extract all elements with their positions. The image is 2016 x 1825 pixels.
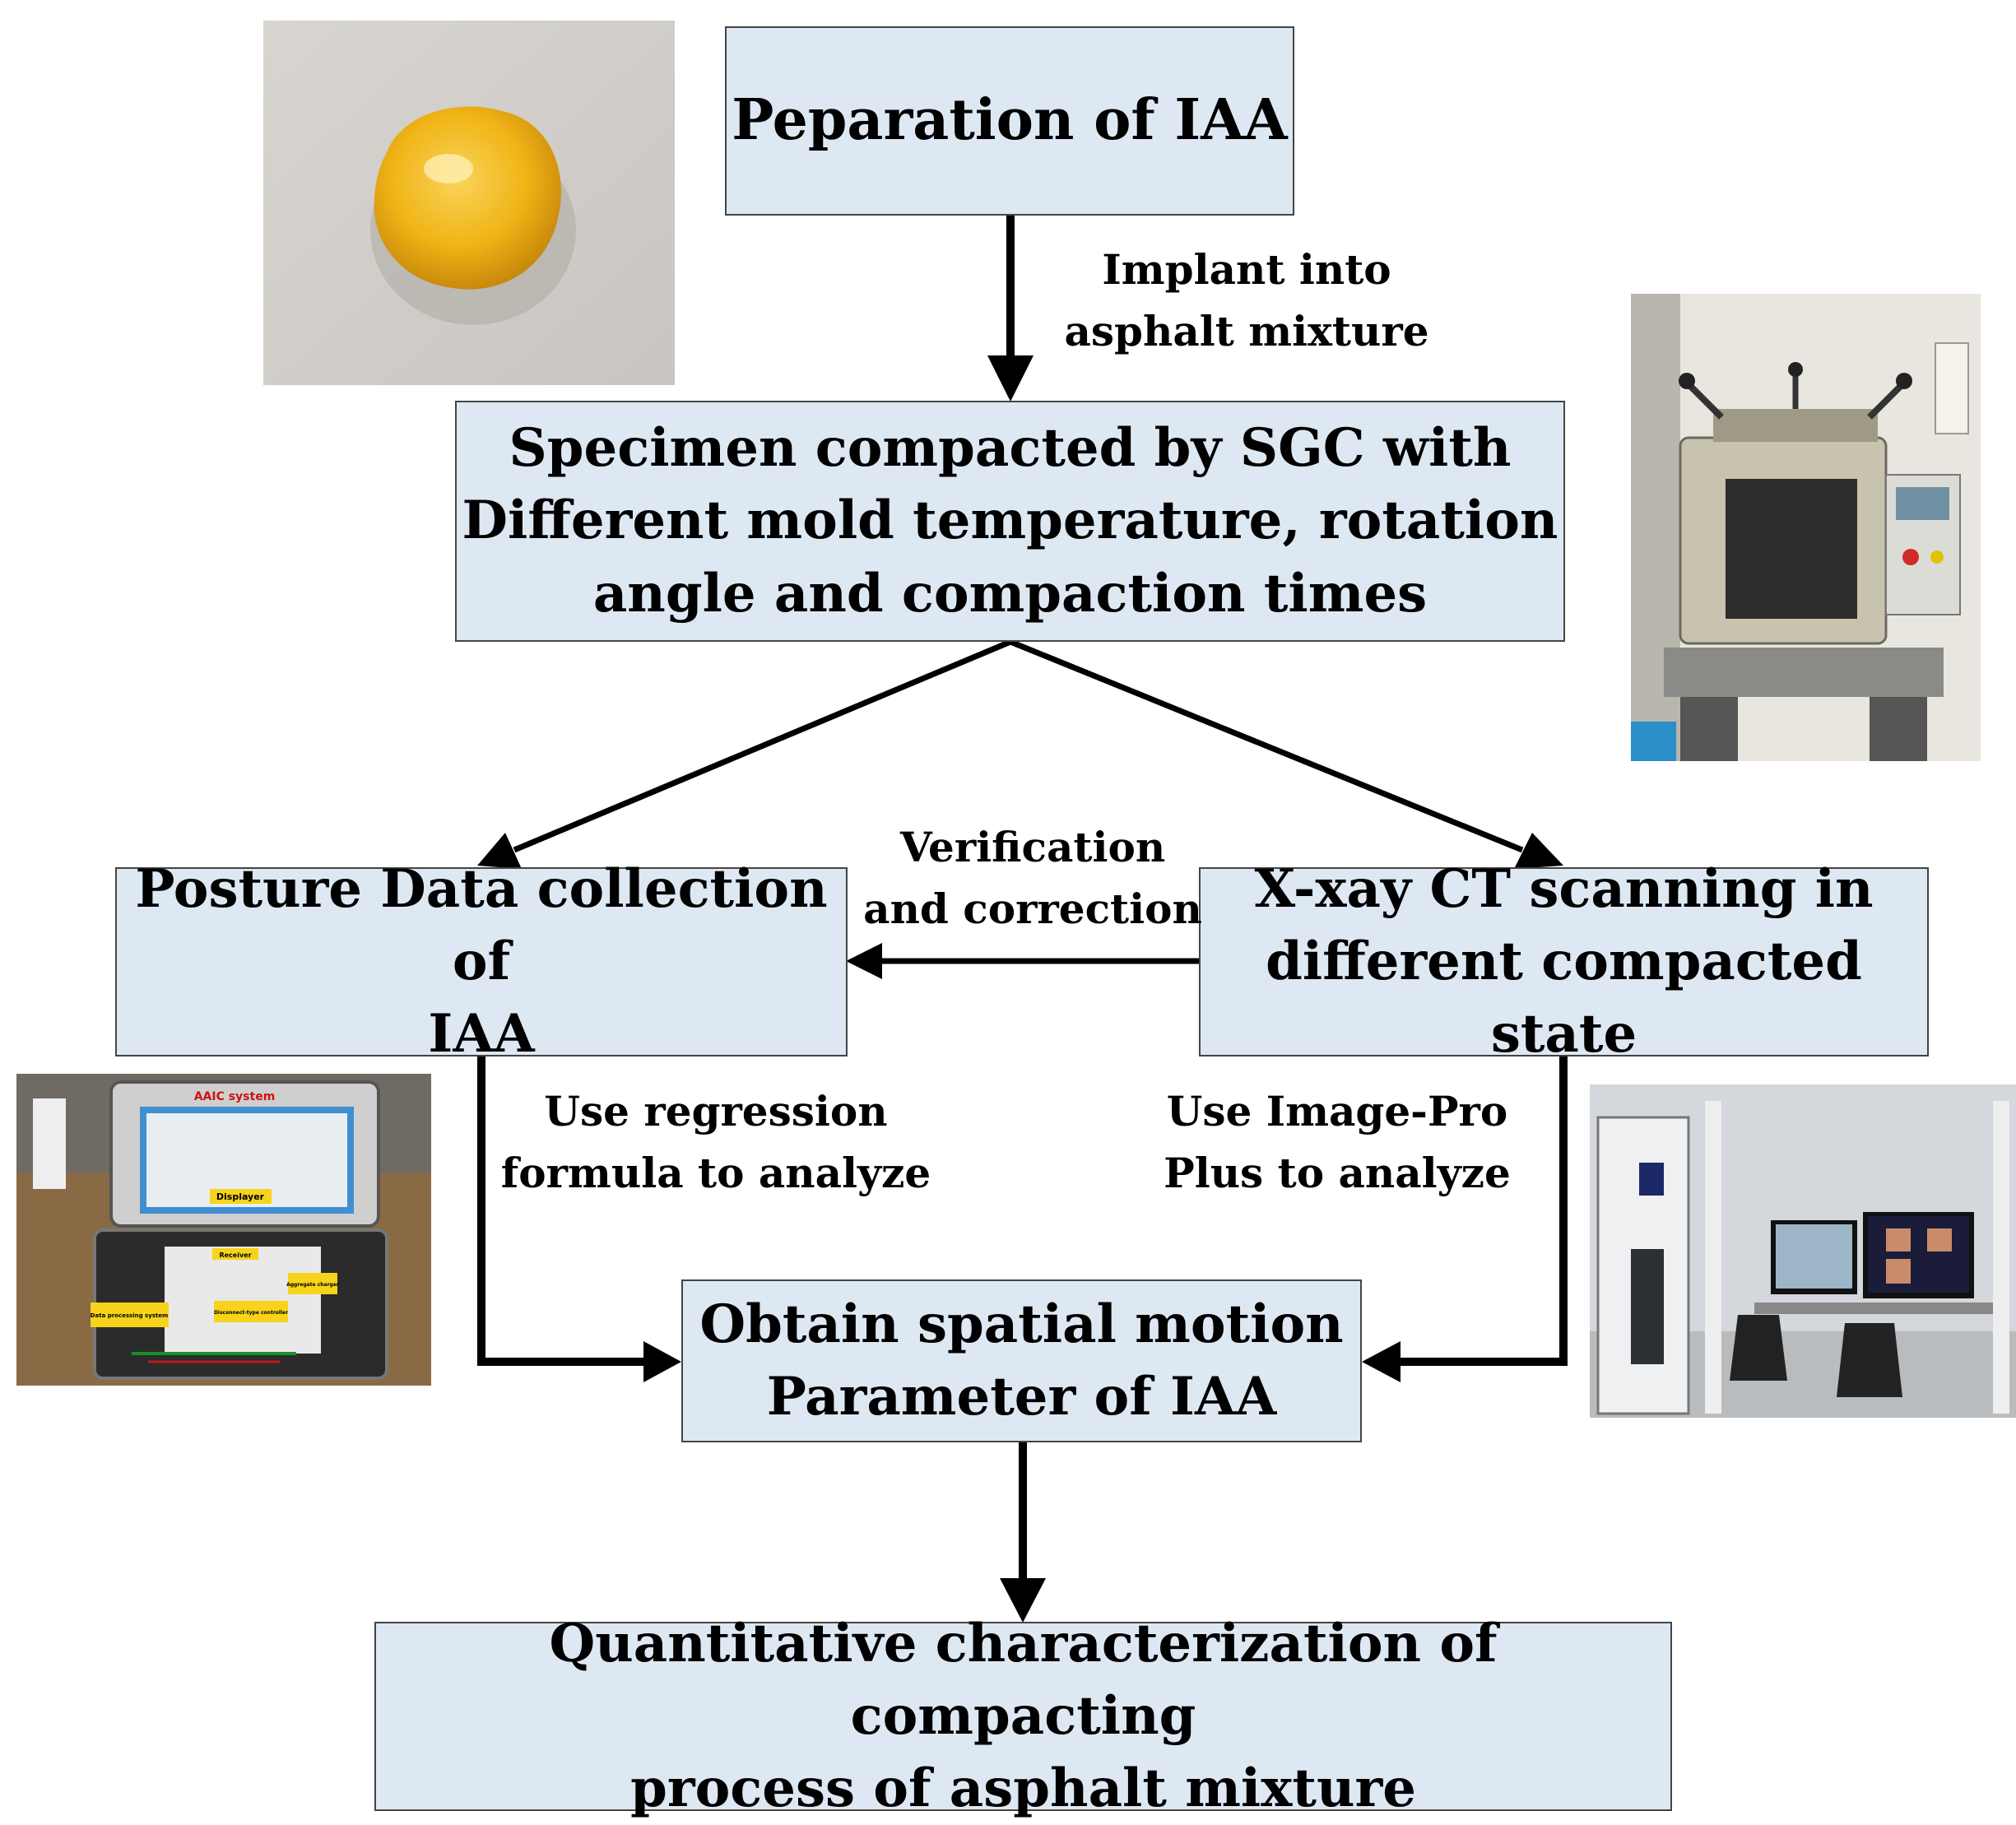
label-implant-line: Implant into (1102, 245, 1391, 294)
label-implant-line: asphalt mixture (1064, 307, 1429, 355)
aaic-system-title: AAIC system (194, 1090, 276, 1103)
tag-disconnect-controller: Disconnect-type controller (214, 1310, 288, 1316)
label-imagepro: Use Image-Pro Plus to analyze (1148, 1080, 1526, 1204)
node-specimen: Specimen compacted by SGC with Different… (455, 401, 1565, 642)
arrow-specimen-to-posture (513, 639, 1012, 853)
node-specimen-line: Specimen compacted by SGC with (509, 417, 1512, 480)
node-quantitative-line: process of asphalt mixture (630, 1758, 1416, 1820)
node-posture-line: Posture Data collection of (135, 857, 828, 992)
node-ctscan-line: X-xay CT scanning in (1254, 857, 1874, 920)
label-verification: Verification and correction (856, 816, 1210, 940)
label-imagepro-line: Plus to analyze (1164, 1149, 1511, 1197)
arrow-specimen-to-ct (1009, 639, 1524, 853)
node-obtain-line: Obtain spatial motion (699, 1293, 1344, 1355)
node-ctscan-line: different compacted state (1266, 930, 1862, 1066)
label-imagepro-line: Use Image-Pro (1166, 1087, 1508, 1135)
label-regression-line: formula to analyze (500, 1149, 931, 1197)
node-preparation-line: Peparation of IAA (732, 87, 1288, 154)
label-regression: Use regression formula to analyze (494, 1080, 938, 1204)
label-implant: Implant into asphalt mixture (1053, 239, 1440, 362)
label-verification-line: Verification (899, 823, 1166, 871)
node-posture: Posture Data collection of IAA (115, 858, 848, 1065)
node-specimen-line: Different mold temperature, rotation (462, 490, 1558, 552)
tag-data-processing: Data processing system (91, 1312, 169, 1319)
node-obtain-line: Parameter of IAA (766, 1366, 1277, 1428)
arrow-ct-to-obtain (1399, 1056, 1568, 1366)
photo-ct-lab (1590, 1084, 2016, 1418)
arrow-posture-to-obtain (477, 1056, 646, 1366)
photo-aggregate-ball (263, 21, 675, 385)
tag-receiver: Receiver (219, 1251, 251, 1259)
label-regression-line: Use regression (544, 1087, 888, 1135)
node-preparation: Peparation of IAA (725, 26, 1294, 216)
node-specimen-line: angle and compaction times (592, 562, 1428, 625)
tag-aggregate-charger: Aggregate charger (286, 1282, 339, 1288)
node-ctscan: X-xay CT scanning in different compacted… (1199, 858, 1929, 1065)
label-verification-line: and correction (863, 885, 1202, 933)
tag-displayer: Displayer (216, 1191, 265, 1202)
node-quantitative-line: Quantitative characterization of compact… (549, 1612, 1498, 1747)
node-posture-line: IAA (428, 1003, 535, 1066)
node-quantitative: Quantitative characterization of compact… (374, 1613, 1672, 1819)
node-obtain: Obtain spatial motion Parameter of IAA (681, 1279, 1362, 1442)
photo-aaic-system: AAIC system Displayer Receiver Aggregate… (16, 1074, 431, 1386)
photo-gyratory-compactor (1631, 294, 1981, 761)
